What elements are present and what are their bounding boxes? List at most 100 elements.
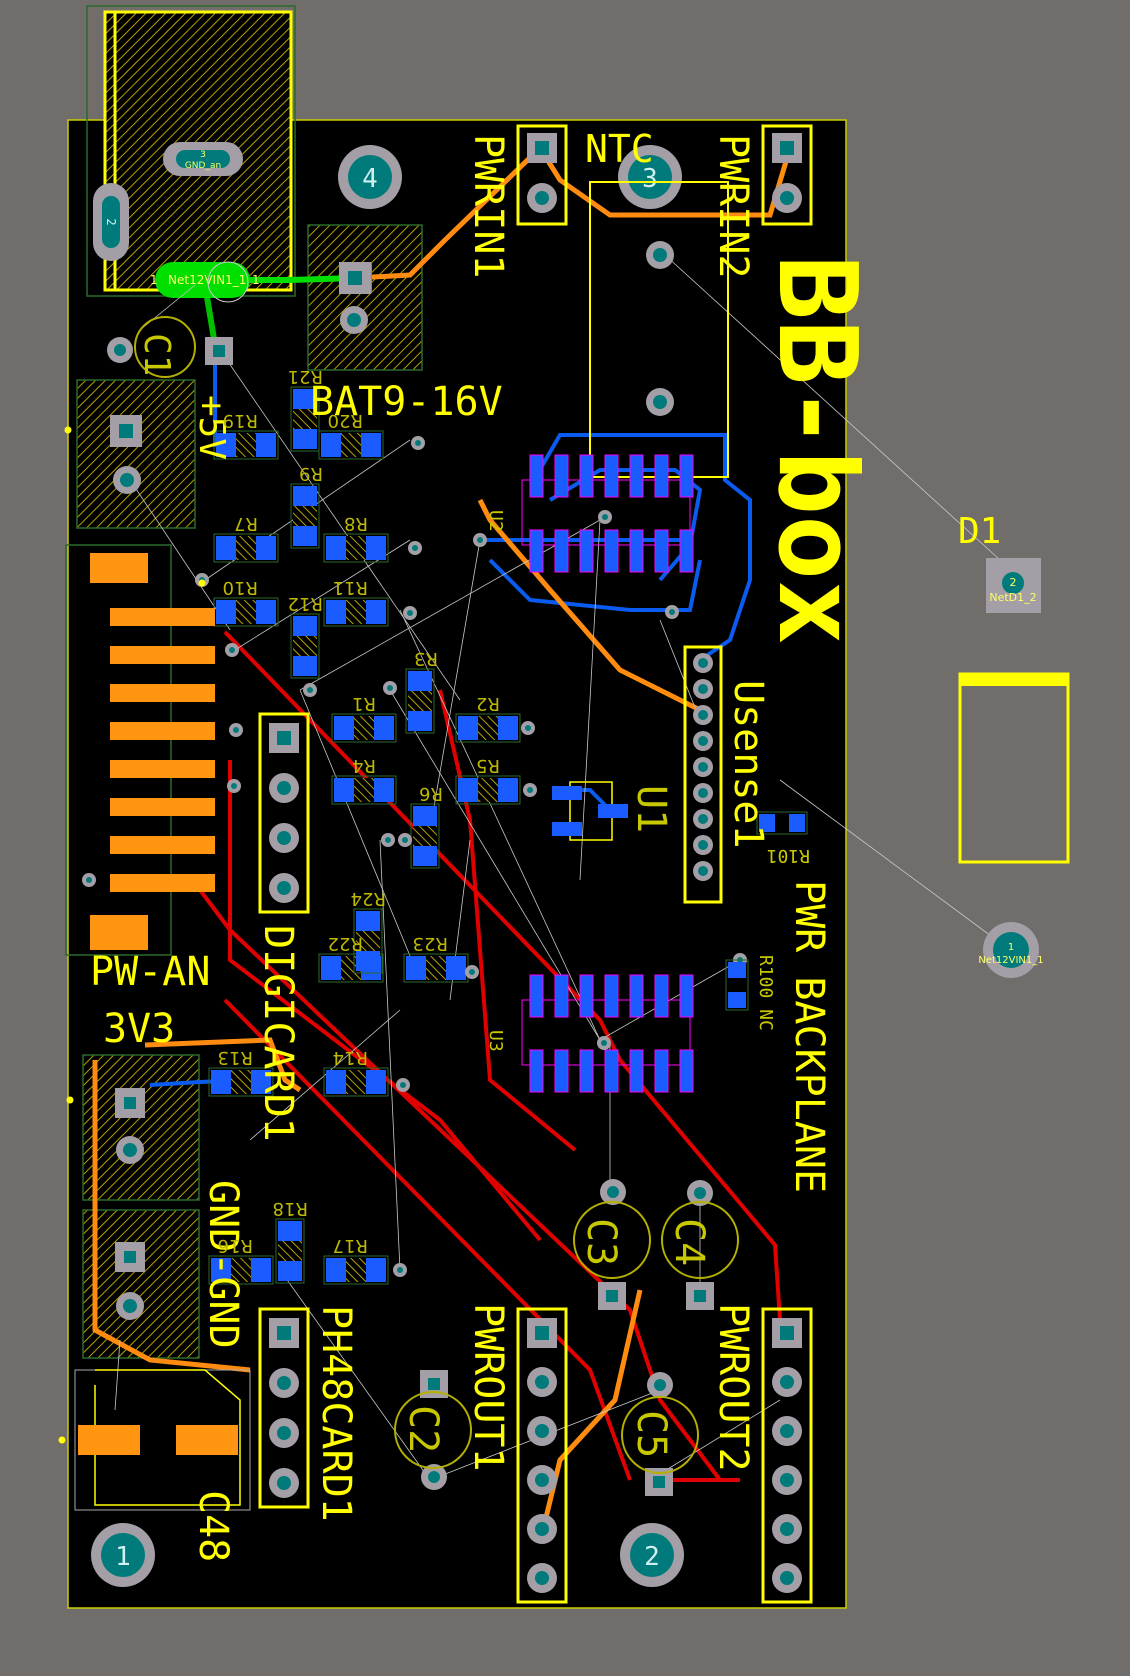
- c3-label: C3: [578, 1218, 624, 1266]
- ref-r8: R8: [344, 513, 368, 534]
- ref-r2: R2: [476, 693, 500, 714]
- net12-left-num: 1: [150, 273, 158, 287]
- terminal-block-5v: [76, 379, 196, 529]
- ref-r24: R24: [351, 888, 386, 909]
- pw-an-pad: [110, 646, 215, 664]
- mounting-hole-2-label: 2: [644, 1542, 660, 1572]
- resistor-r8: [323, 533, 389, 563]
- resistor-r21: [290, 386, 320, 452]
- resistor-r2: [455, 713, 521, 743]
- ref-r11: R11: [333, 577, 368, 598]
- u3-label: U3: [485, 1030, 506, 1052]
- pw-an-pad: [110, 798, 215, 816]
- side-pad-label: 2: [104, 218, 118, 225]
- ref-r23: R23: [413, 933, 448, 954]
- u1-label: U1: [628, 785, 674, 833]
- pwrin2-label: PWRIN2: [710, 134, 756, 279]
- resistor-r12: [290, 613, 320, 679]
- capacitor-outlines: [134, 316, 739, 1474]
- ref-r14: R14: [333, 1047, 368, 1068]
- ref-r18: R18: [273, 1198, 308, 1219]
- ref-r13: R13: [218, 1047, 253, 1068]
- resistor-r16: [208, 1255, 274, 1285]
- ref-r5: R5: [476, 755, 500, 776]
- pwrout2-label: PWROUT2: [710, 1303, 756, 1472]
- usense1-label: Usense1: [725, 680, 771, 849]
- c5-label: C5: [628, 1410, 674, 1458]
- ref-r7: R7: [234, 513, 258, 534]
- mounting-hole-1: 1: [91, 1523, 155, 1587]
- resistor-r13: [208, 1067, 274, 1097]
- gnd-gnd-label: GND-GND: [200, 1180, 246, 1349]
- gnd-pad-number: 3: [200, 150, 206, 160]
- vin-pad-num: 1: [1008, 942, 1014, 953]
- resistor-r11: [323, 597, 389, 627]
- net12-name: Net12VIN1_1: [168, 273, 246, 287]
- c4-label: C4: [666, 1218, 712, 1266]
- mounting-hole-3-label: 3: [642, 164, 658, 194]
- resistor-r1: [331, 713, 397, 743]
- resistor-r17: [323, 1255, 389, 1285]
- d1-label: D1: [958, 511, 1001, 552]
- pw-an-pad: [110, 836, 215, 854]
- mounting-hole-4-label: 4: [362, 164, 378, 194]
- top-copper-traces: [198, 630, 782, 1482]
- bat-label: BAT9-16V: [310, 379, 503, 425]
- c48-label: C48: [190, 1490, 236, 1562]
- ref-r16: R16: [218, 1235, 253, 1256]
- mounting-hole-4: 4: [338, 145, 402, 209]
- pw-an-label: PW-AN: [90, 949, 210, 995]
- board-title: PWR BACKPLANE: [786, 880, 832, 1193]
- mounting-hole-1-label: 1: [115, 1542, 131, 1572]
- pw-an-pad: [110, 722, 215, 740]
- resistor-r19: [213, 430, 279, 460]
- r100-footprint: [725, 959, 749, 1011]
- resistor-r14: [323, 1067, 389, 1097]
- net12-right-num: 1: [252, 273, 260, 287]
- pw-an-pad: [110, 874, 215, 892]
- resistor-r9: [290, 483, 320, 549]
- resistor-footprints: [208, 386, 521, 1285]
- ph48card1-label: PH48CARD1: [313, 1305, 359, 1522]
- ref-r22: R22: [328, 933, 363, 954]
- header-pwrin2: [761, 124, 813, 226]
- ratsnest: [114, 254, 1011, 1481]
- ref-r6: R6: [419, 783, 443, 804]
- header-ph48card1: [258, 1307, 310, 1509]
- resistor-r6: [410, 803, 440, 869]
- dc-jack-pad-gnd: 3 GND_an: [163, 142, 243, 176]
- resistor-r18: [275, 1218, 305, 1284]
- pin-headers: [258, 645, 813, 1604]
- mounting-hole-3: 3: [618, 145, 682, 209]
- terminal-block-gnd: [82, 1209, 200, 1359]
- plus5v-label: +5V: [191, 395, 232, 460]
- gnd-pad-name: GND_an: [185, 161, 221, 171]
- pw-an-pad: [110, 760, 215, 778]
- d1-pad-num: 2: [1010, 576, 1017, 589]
- resistor-r23: [403, 953, 469, 983]
- resistor-r7: [213, 533, 279, 563]
- ref-r3: R3: [414, 648, 438, 669]
- u2-label: U2: [485, 510, 506, 532]
- pw-an-pad: [110, 608, 215, 626]
- v3v3-label: 3V3: [103, 1006, 175, 1052]
- ref-r10: R10: [223, 577, 258, 598]
- header-digicard1: [258, 712, 310, 914]
- vin-pad-name: Net12VIN1_1: [978, 955, 1043, 966]
- ref-r12: R12: [288, 593, 323, 614]
- ntc-label: NTC: [585, 127, 654, 171]
- pw-an-connector: [65, 544, 215, 956]
- d1-footprint: 2 NetD1_2: [986, 558, 1041, 613]
- ref-r1: R1: [352, 693, 376, 714]
- ref-r4: R4: [352, 755, 376, 776]
- vias: [58, 426, 747, 1444]
- power-traces: [92, 144, 793, 1531]
- digicard1-label: DIGICARD1: [255, 925, 301, 1142]
- r101-footprint: [756, 811, 808, 835]
- dc-jack-pad-side: 2: [93, 183, 129, 261]
- header-pwrin1: [516, 124, 568, 226]
- ref-r9: R9: [299, 463, 323, 484]
- pwrout1-label: PWROUT1: [465, 1303, 511, 1472]
